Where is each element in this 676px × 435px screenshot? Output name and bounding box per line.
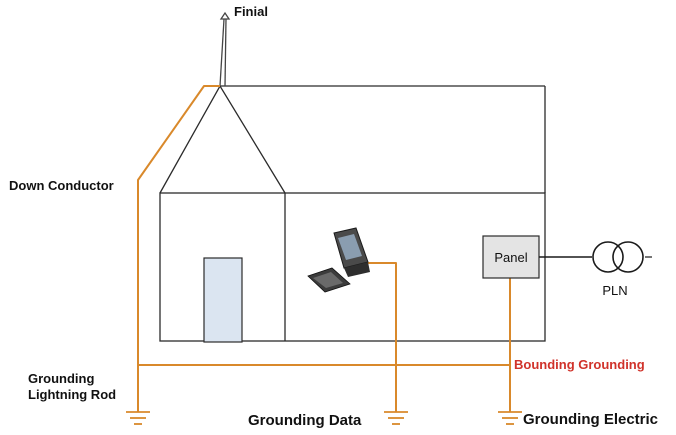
gable — [159, 84, 286, 194]
ground-symbol-icon — [126, 411, 150, 425]
down-conductor-label: Down Conductor — [9, 178, 114, 193]
bounding-grounding-label: Bounding Grounding — [514, 357, 645, 372]
conductors — [137, 85, 511, 412]
down-conductor-line — [137, 85, 220, 412]
pln-label: PLN — [602, 283, 627, 298]
finial-arrow-icon — [219, 11, 231, 87]
grounding-data-label: Grounding Data — [248, 412, 362, 429]
ground-symbol-icon — [384, 411, 408, 425]
grounding-lightning-rod-label-line1: Grounding — [28, 371, 95, 386]
grounding-electric-label: Grounding Electric — [523, 411, 659, 428]
computer-icon — [307, 227, 370, 293]
door — [203, 257, 243, 343]
ground-symbol-icon — [498, 411, 522, 425]
panel-label: Panel — [494, 250, 527, 265]
house — [159, 84, 546, 342]
house-body — [159, 192, 546, 342]
grounding-lightning-rod-label-line2: Lightning Rod — [28, 387, 117, 402]
transformer-icon — [592, 241, 644, 273]
data-ground-line — [366, 262, 397, 412]
finial-label: Finial — [234, 4, 268, 19]
panel-box — [482, 235, 540, 279]
